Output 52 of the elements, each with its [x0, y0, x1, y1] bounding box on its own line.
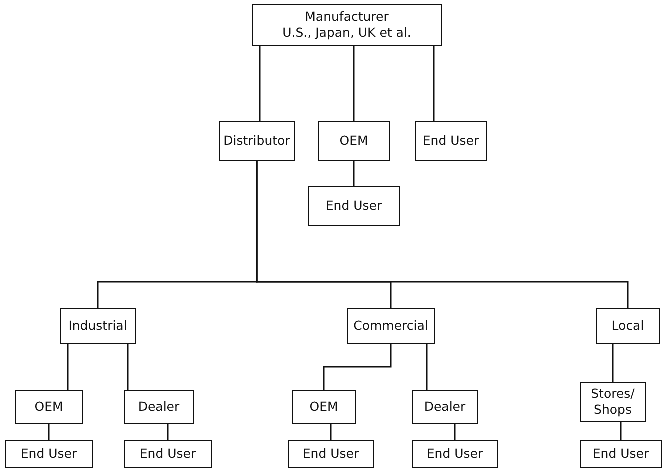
org-box: [288, 440, 374, 468]
connector-line: [330, 424, 332, 440]
org-box: [292, 390, 356, 424]
org-box: [318, 121, 390, 161]
org-box: [415, 121, 487, 161]
org-box: [596, 308, 660, 344]
box-sublabel: U.S., Japan, UK et al.: [282, 25, 412, 41]
org-box: [580, 382, 646, 422]
box-label: End User: [20, 446, 78, 462]
box-label: Dealer: [138, 399, 180, 415]
box-label: Commercial: [354, 318, 428, 334]
connector-line: [353, 46, 355, 121]
connector-line: [323, 344, 392, 390]
box-label: End User: [326, 198, 382, 214]
org-box: [347, 308, 435, 344]
org-box: [124, 390, 194, 424]
org-box: [580, 440, 662, 468]
box-label: OEM: [340, 133, 368, 149]
org-box: [219, 121, 295, 161]
connector-line: [433, 46, 435, 121]
connector-line: [256, 161, 629, 308]
org-box: [124, 440, 212, 468]
connector-line: [48, 424, 50, 440]
box-label: End User: [426, 446, 484, 462]
box-label: Stores/ Shops: [590, 386, 636, 418]
org-box: [15, 390, 83, 424]
box-label: Local: [612, 318, 644, 334]
connector-line: [353, 161, 355, 186]
box-label: OEM: [310, 399, 338, 415]
box-label: End User: [422, 133, 480, 149]
connector-line: [259, 46, 261, 121]
connector-line: [454, 424, 456, 440]
box-label: OEM: [34, 399, 64, 415]
box-label: Manufacturer: [305, 9, 389, 25]
connector-line: [620, 422, 622, 440]
connector-line: [426, 344, 428, 390]
box-label: Distributor: [224, 133, 290, 149]
connector-line: [127, 344, 129, 390]
org-box: [412, 390, 478, 424]
connector-line: [67, 344, 69, 390]
box-label: Industrial: [68, 318, 128, 334]
box-label: End User: [140, 446, 196, 462]
org-box: [60, 308, 136, 344]
org-box: [412, 440, 498, 468]
org-box: [308, 186, 400, 226]
org-box: [252, 4, 442, 46]
box-label: End User: [302, 446, 360, 462]
connector-line: [167, 424, 169, 440]
connector-line: [612, 344, 614, 382]
org-box: [5, 440, 93, 468]
box-label: Dealer: [424, 399, 466, 415]
box-label: End User: [592, 446, 650, 462]
